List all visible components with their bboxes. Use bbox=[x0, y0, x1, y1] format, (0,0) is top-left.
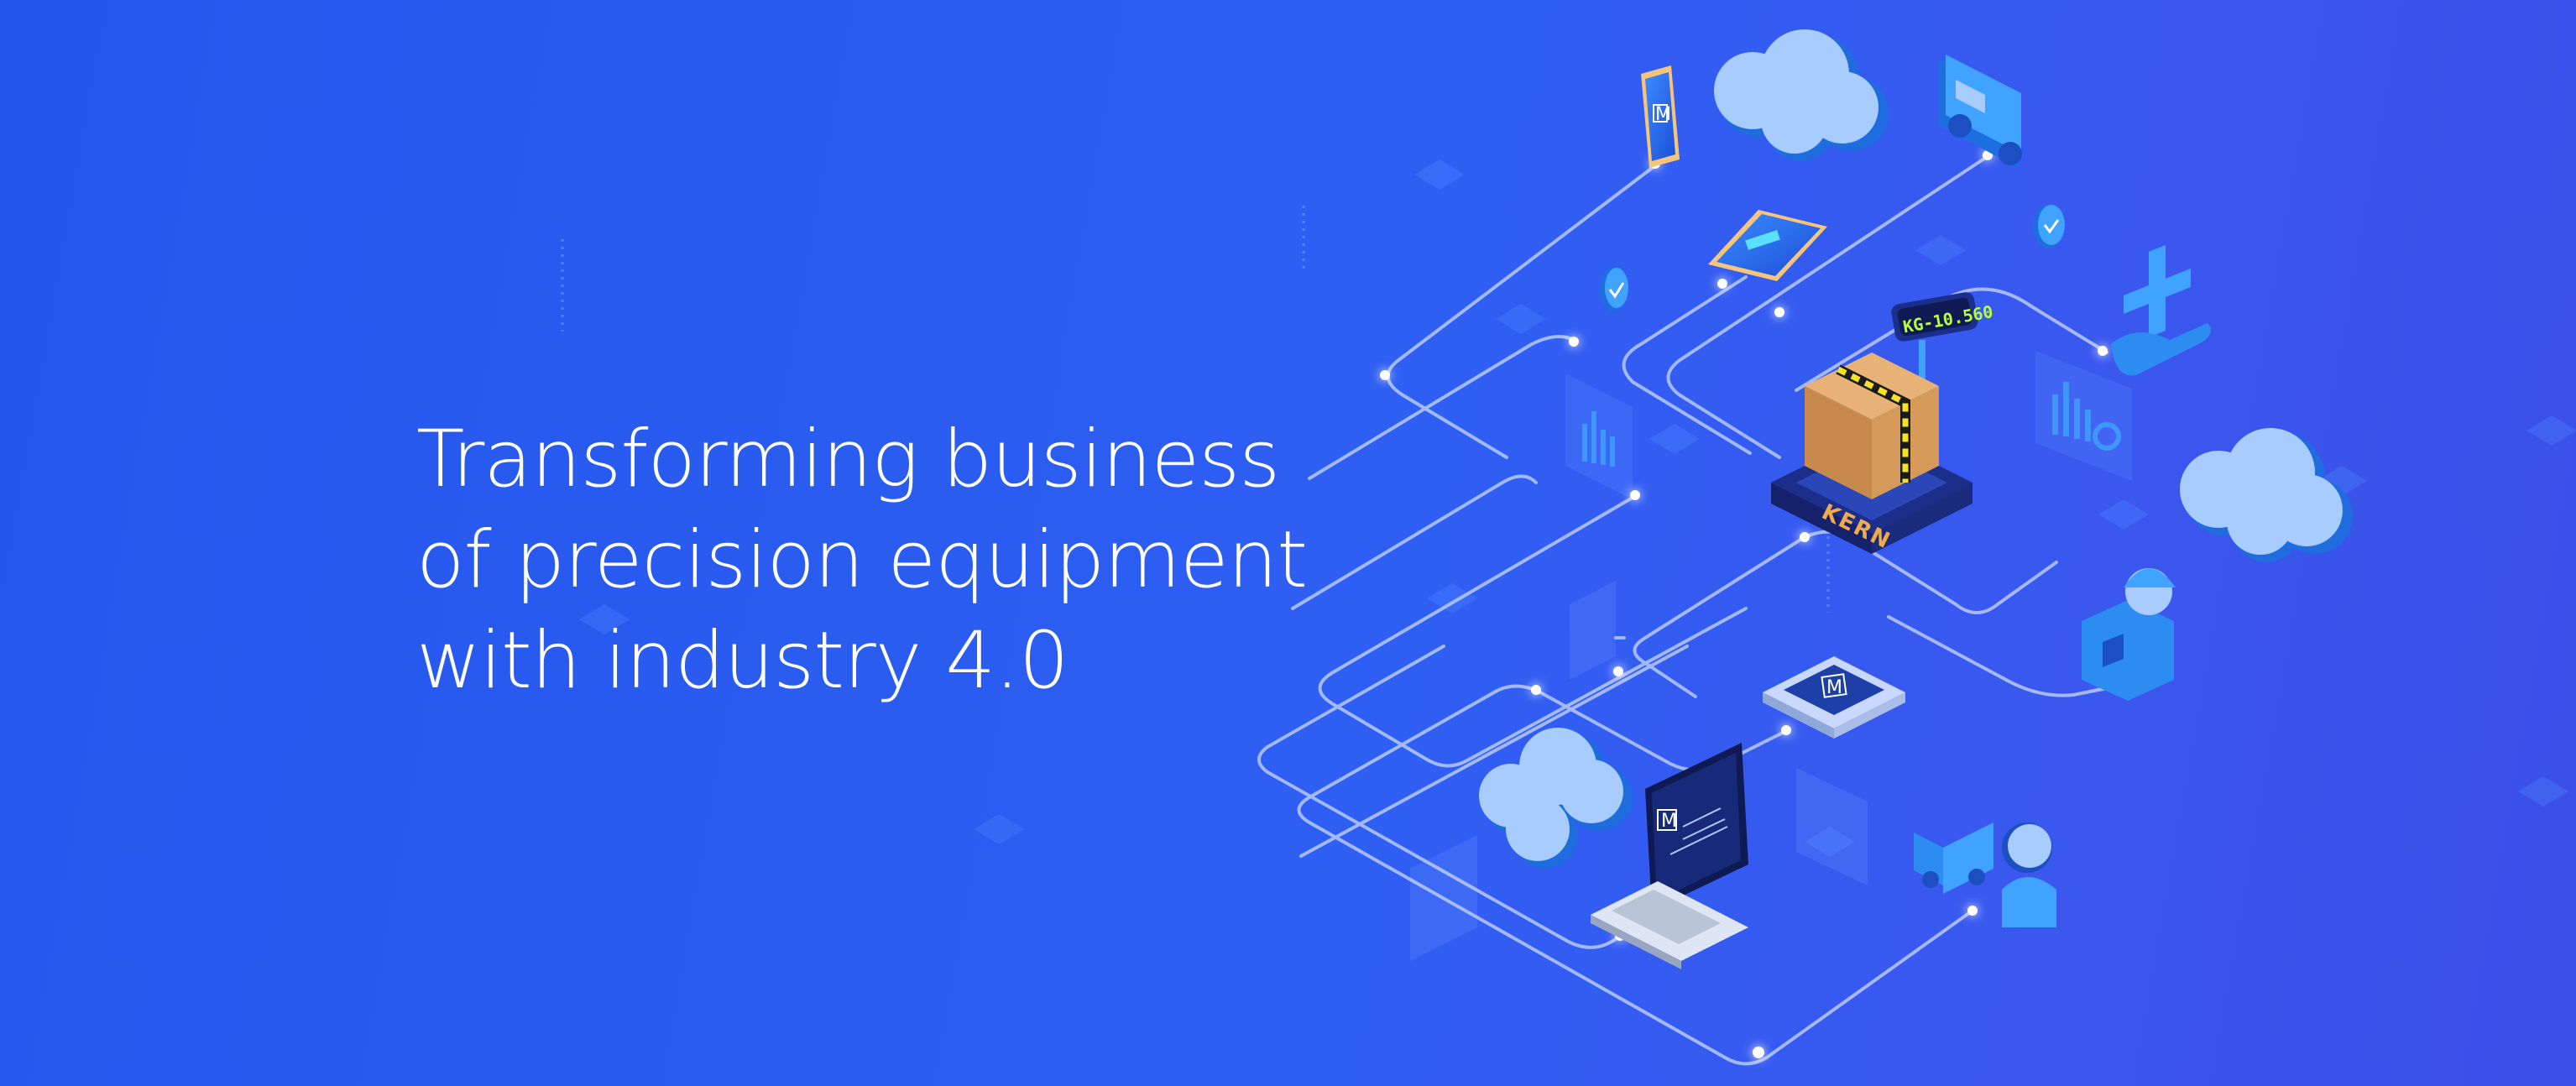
laptop-logo-letter: M bbox=[1661, 811, 1677, 832]
medical-cross-hand-icon bbox=[2111, 245, 2211, 376]
cloud-icon bbox=[2180, 428, 2353, 562]
package-box-icon bbox=[1805, 352, 1939, 499]
support-agent-truck-icon bbox=[1914, 822, 2056, 927]
background-tiles bbox=[579, 159, 2576, 857]
microchip-icon: M bbox=[1763, 656, 1905, 739]
checkmark-badge-icon bbox=[1600, 268, 1628, 311]
tablet-icon bbox=[1708, 210, 1827, 281]
cloud-icon bbox=[1479, 728, 1633, 869]
laptop-icon: M bbox=[1591, 743, 1748, 969]
bar-chart-panel-icon bbox=[1565, 373, 1633, 499]
engineer-worker-icon bbox=[2082, 568, 2176, 701]
hero-heading-line-2: of precision equipment bbox=[416, 514, 1308, 606]
chip-logo-letter: M bbox=[1826, 677, 1842, 698]
hero-heading: Transforming business of precision equip… bbox=[416, 410, 1340, 712]
bar-chart-panel-icon bbox=[2035, 351, 2132, 481]
background-dotted-accents bbox=[561, 206, 1830, 613]
smartphone-icon: M bbox=[1641, 65, 1680, 168]
smartphone-logo-letter: M bbox=[1655, 104, 1671, 125]
hero-heading-line-3: with industry 4.0 bbox=[416, 615, 1069, 707]
cloud-icon bbox=[1714, 29, 1889, 161]
hero-heading-line-1: Transforming business bbox=[416, 414, 1280, 505]
delivery-truck-icon bbox=[1939, 55, 2022, 168]
checkmark-badge-icon bbox=[2033, 205, 2065, 248]
